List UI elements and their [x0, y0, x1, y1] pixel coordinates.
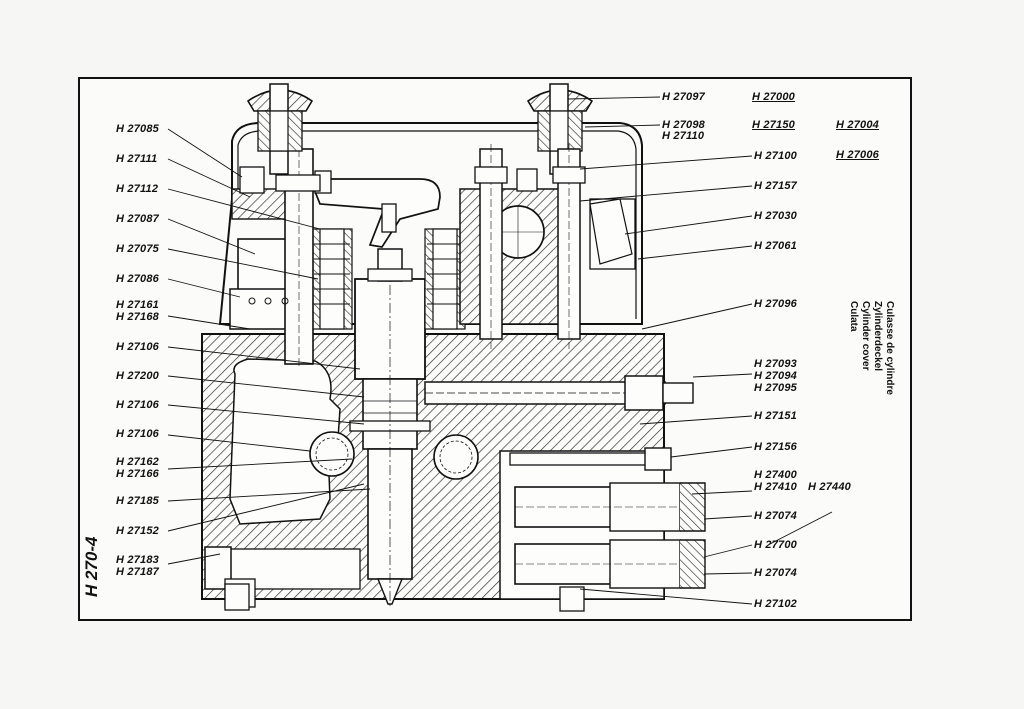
part-label: H 27097 — [662, 91, 705, 103]
part-label: H 27061 — [754, 240, 797, 252]
assembly-label: H 27004 — [836, 119, 879, 131]
title-line-de: Zylinderdeckel — [872, 301, 883, 372]
part-label: H 27074 — [754, 567, 797, 579]
part-label: H 27183 — [116, 554, 159, 566]
cylinder-cover-cross-section — [167, 83, 833, 612]
part-label: H 27700 — [754, 539, 797, 551]
drawing-sheet: H 27085 H 27111 H 27112 H 27087 H 27075 … — [78, 77, 912, 621]
part-label: H 27110 — [662, 130, 705, 142]
title-line-fr: Culasse de cylindre — [884, 301, 895, 395]
part-label: H 27085 — [116, 123, 159, 135]
part-label: H 27075 — [116, 243, 159, 255]
part-label: H 27098 — [662, 119, 705, 131]
part-label: H 27161 — [116, 299, 159, 311]
part-label: H 27100 — [754, 150, 797, 162]
part-label: H 27030 — [754, 210, 797, 222]
part-label: H 27095 — [754, 382, 797, 394]
part-label: H 27087 — [116, 213, 159, 225]
part-label: H 27112 — [116, 183, 159, 195]
part-label: H 27185 — [116, 495, 159, 507]
part-label: H 27093 — [754, 358, 797, 370]
part-label: H 27102 — [754, 598, 797, 610]
part-label: H 27094 — [754, 370, 797, 382]
part-label: H 27074 — [754, 510, 797, 522]
part-label: H 27152 — [116, 525, 159, 537]
part-label: H 27440 — [808, 481, 851, 493]
part-label: H 27111 — [116, 153, 158, 165]
part-label: H 27106 — [116, 341, 159, 353]
part-label: H 27151 — [754, 410, 797, 422]
part-label: H 27200 — [116, 370, 159, 382]
title-block: Culasse de cylindre Zylinderdeckel Cylin… — [847, 301, 895, 395]
part-label: H 27156 — [754, 441, 797, 453]
part-label: H 27086 — [116, 273, 159, 285]
sheet-id: H 270-4 — [82, 536, 101, 597]
assembly-label: H 27000 — [752, 91, 795, 103]
part-label: H 27162 — [116, 456, 159, 468]
title-line-en: Cylinder cover — [860, 301, 871, 371]
assembly-label: H 27150 — [752, 119, 795, 131]
part-label: H 27410 — [754, 481, 797, 493]
part-label: H 27187 — [116, 566, 159, 578]
part-label: H 27157 — [754, 180, 797, 192]
part-label: H 27106 — [116, 399, 159, 411]
part-label: H 27096 — [754, 298, 797, 310]
part-label: H 27166 — [116, 468, 159, 480]
title-line-es: Culata — [848, 301, 859, 332]
assembly-label: H 27006 — [836, 149, 879, 161]
part-label: H 27168 — [116, 311, 159, 323]
part-label: H 27400 — [754, 469, 797, 481]
part-label: H 27106 — [116, 428, 159, 440]
